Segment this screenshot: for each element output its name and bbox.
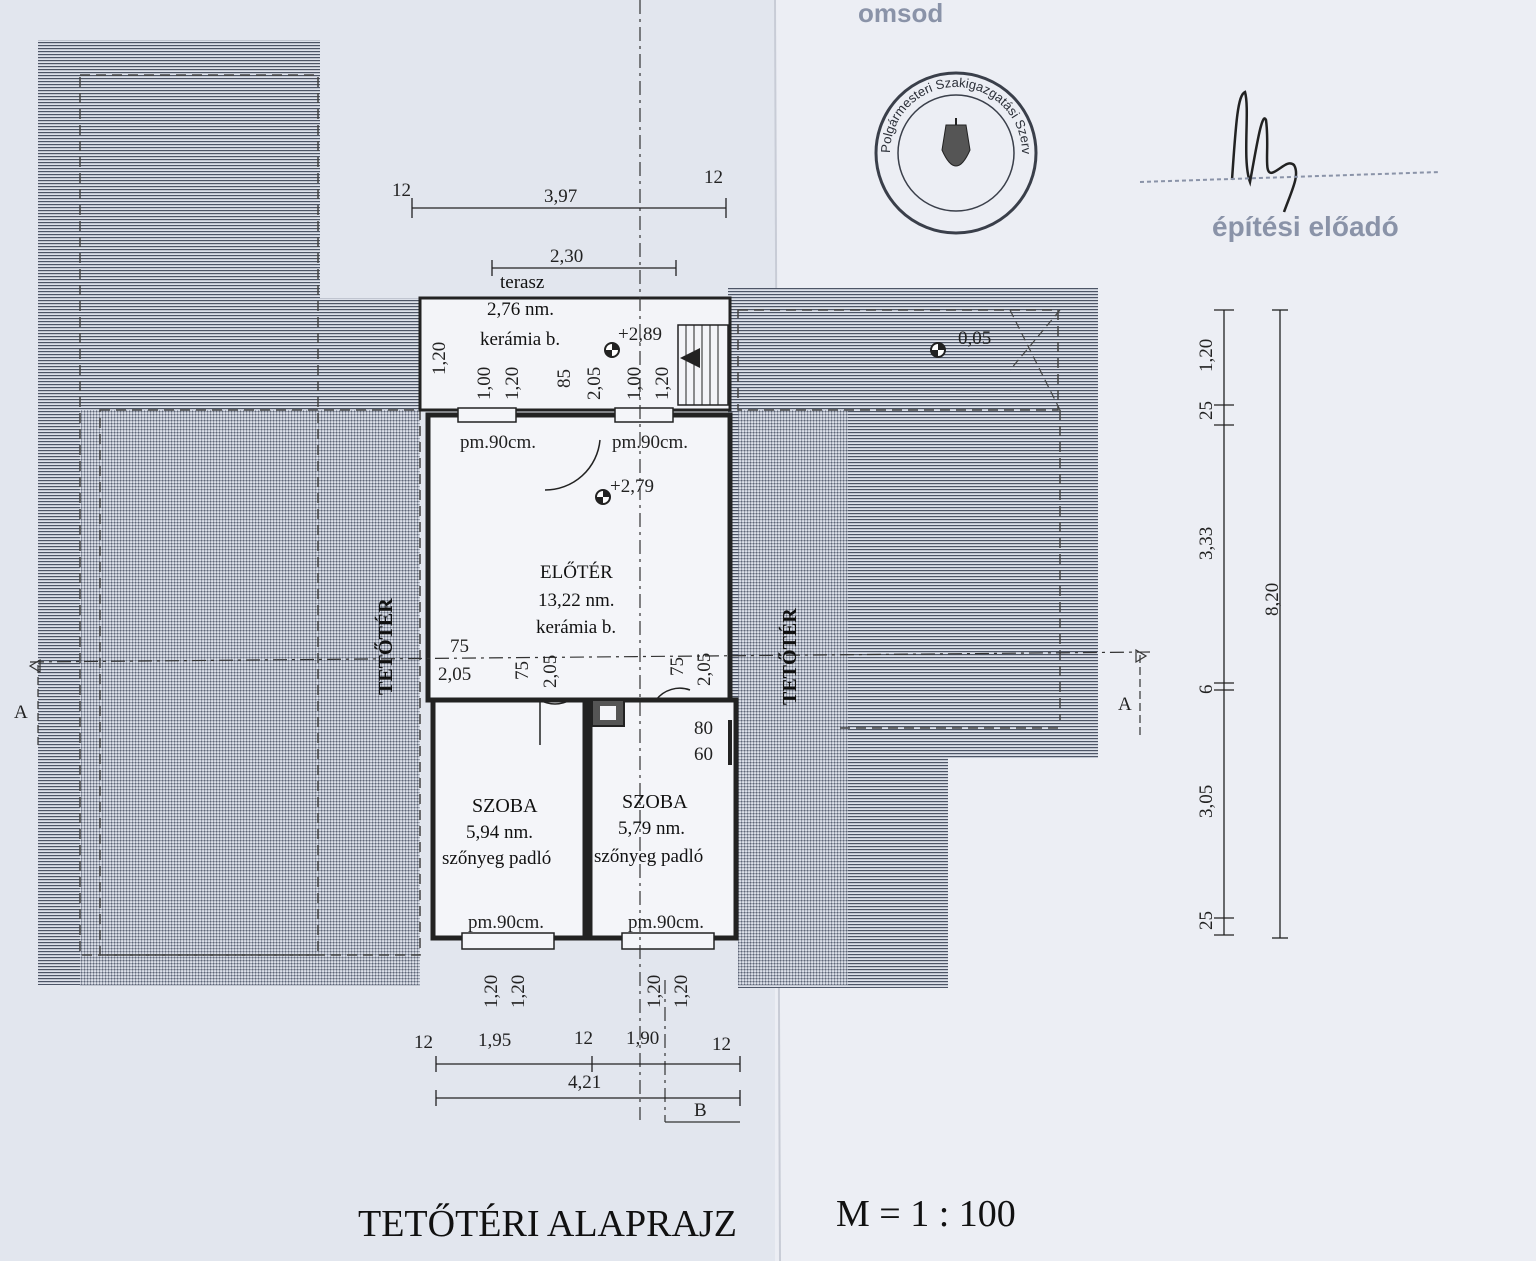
dim-bottom-seg-4: 1,90 [626,1028,659,1049]
dim-top-inner: 2,30 [550,246,583,267]
section-a-left: A [14,702,28,723]
level-marker-terrace [604,342,620,358]
window-label-top-right: pm.90cm. [612,432,688,453]
dim-terrace-85: 85 [554,369,575,388]
terrace-area [418,296,732,412]
dim-right-seg-2: 25 [1196,401,1217,420]
dim-door-right-75: 75 [667,657,688,676]
dim-right-seg-6: 25 [1196,911,1217,930]
room-right-area: 5,79 nm. [618,818,685,839]
room-left-floor: szőnyeg padló [442,848,551,869]
dimension-lines [411,198,1288,1106]
signature-label: építési előadó [1212,211,1399,242]
level-hall: +2,79 [610,476,654,497]
hall-floor: kerámia b. [536,617,616,638]
dim-bottom-win-right-1: 1,20 [644,975,665,1008]
dim-terrace-h: 1,20 [429,342,450,375]
dim-right-seg-1: 1,20 [1196,339,1217,372]
room-right-name: SZOBA [622,791,688,813]
attic-label-left: TETŐTÉR [373,598,397,695]
level-marker-outside [930,342,946,358]
terrace-floor: kerámia b. [480,329,560,350]
dim-top-overall: 3,97 [544,186,577,207]
hall-name: ELŐTÉR [540,561,613,583]
dim-bottom-seg-1: 12 [414,1032,433,1053]
door-swing-hall [544,439,601,491]
dim-top-right-end: 12 [704,167,723,188]
dim-terrace-205: 2,05 [584,367,605,400]
dim-bottom-overall: 4,21 [568,1072,601,1093]
plan-title: TETŐTÉRI ALAPRAJZ [358,1203,737,1245]
hall-area: 13,22 nm. [538,590,615,611]
place-name-fragment: omsod [858,0,943,28]
dim-terrace-win1: 1,00 [474,367,495,400]
level-outside: 0,05 [958,328,991,349]
window-bottom-left [461,932,555,950]
section-b: B [694,1100,707,1121]
room-right-floor: szőnyeg padló [594,846,703,867]
dim-door-left-205: 2,05 [438,664,471,685]
door-swing-room-right [655,687,691,701]
dim-right-seg-3: 3,33 [1196,527,1217,560]
window-label-bottom-right: pm.90cm. [628,912,704,933]
signature [1139,90,1441,213]
window-label-bottom-left: pm.90cm. [468,912,544,933]
dim-right-seg-4: 6 [1196,685,1217,695]
dim-door-right-205: 2,05 [694,653,715,686]
room-left-area: 5,94 nm. [466,822,533,843]
dim-bottom-seg-3: 12 [574,1028,593,1049]
window-bottom-right [621,932,715,950]
dim-bottom-win-right-2: 1,20 [671,975,692,1008]
dim-terrace-win2b: 1,20 [652,367,673,400]
dim-door-left-75: 75 [450,636,469,657]
dim-top-left-end: 12 [392,180,411,201]
dim-right-overall: 8,20 [1262,583,1283,616]
dim-bottom-seg-5: 12 [712,1034,731,1055]
dim-door-mid-75: 75 [512,661,533,680]
roof-left [38,40,421,986]
dim-terrace-win2: 1,00 [624,367,645,400]
plan-scale: M = 1 : 100 [836,1193,1016,1235]
stairs [677,324,729,406]
dim-bottom-win-left-1: 1,20 [481,975,502,1008]
terrace-area: 2,76 nm. [487,299,554,320]
section-a-right: A [1118,694,1132,715]
dim-side-80: 80 [694,718,713,739]
dim-right-seg-5: 3,05 [1196,785,1217,818]
roof-right [728,288,1098,988]
terrace-name: terasz [500,272,544,293]
dim-side-60: 60 [694,744,713,765]
dim-terrace-win1b: 1,20 [502,367,523,400]
attic-label-right: TETŐTÉR [777,608,801,705]
window-label-top-left: pm.90cm. [460,432,536,453]
level-marker-hall [595,489,611,505]
level-terrace: +2,89 [618,324,662,345]
door-swing-room-left [539,699,571,705]
window-top-left [457,407,517,423]
dim-bottom-seg-2: 1,95 [478,1030,511,1051]
dim-door-mid-205: 2,05 [540,655,561,688]
dim-bottom-win-left-2: 1,20 [508,975,529,1008]
window-top-right [614,407,674,423]
interior-walls [425,407,739,950]
room-left-name: SZOBA [472,795,538,817]
